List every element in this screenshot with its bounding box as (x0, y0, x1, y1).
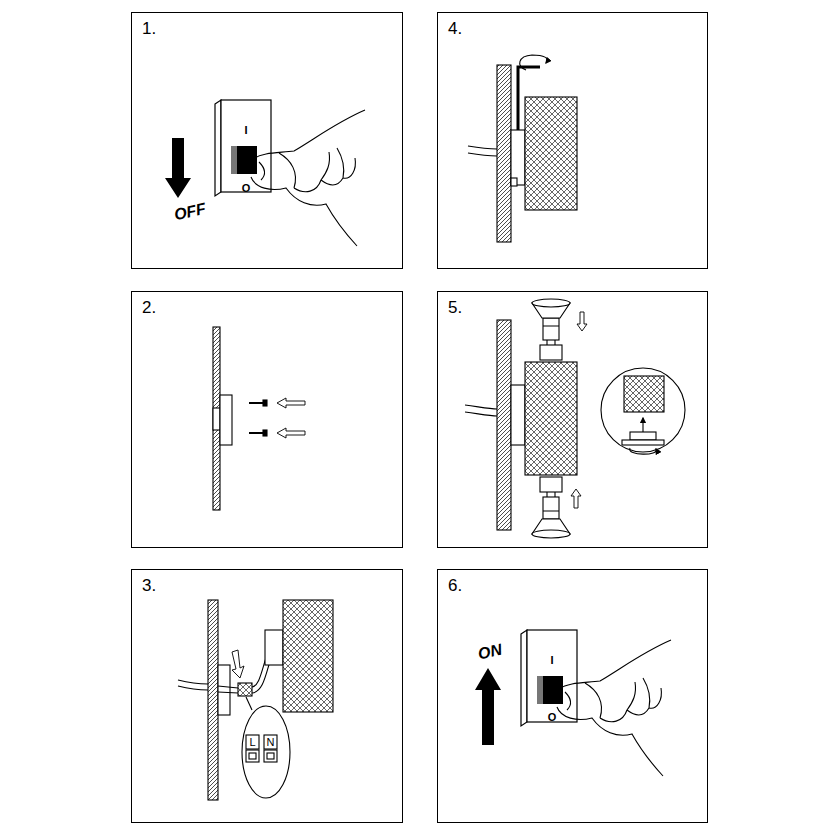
wiring-figure (238, 683, 252, 696)
wiring-figure (249, 753, 256, 759)
switch-off-figure (165, 138, 191, 198)
bracket-mount-figure (220, 395, 232, 445)
bulb-insert-figure (543, 326, 559, 345)
wiring-figure (208, 600, 218, 800)
step-panel: 1. (131, 12, 403, 269)
wiring-figure (264, 750, 277, 762)
step-number: 1. (142, 20, 156, 39)
bracket-mount-figure (263, 400, 267, 406)
wiring-figure (178, 600, 333, 800)
bracket-mount-figure (213, 327, 220, 510)
fixture-tighten-figure (497, 65, 511, 242)
switch-on-figure (475, 668, 501, 745)
step-panel: 2. (131, 291, 403, 548)
wiring-figure (267, 753, 274, 759)
bulb-insert-figure (532, 299, 570, 307)
wiring-figure (264, 735, 277, 749)
bulb-insert-figure (624, 376, 664, 412)
wiring-figure (265, 630, 283, 665)
fixture-tighten-figure (511, 130, 525, 185)
step-panel: 3. (131, 569, 403, 823)
bulb-insert-figure (465, 299, 685, 538)
wiring-figure (246, 697, 252, 710)
switch-mark: O (548, 712, 557, 723)
wiring-figure (232, 650, 244, 678)
wiring-figure (178, 680, 208, 690)
step-panel: 4. (437, 12, 708, 269)
bracket-mount-figure (263, 430, 267, 436)
bulb-insert-figure (532, 530, 570, 538)
bulb-insert-figure (630, 448, 657, 454)
bulb-insert-figure (642, 418, 643, 432)
wiring-figure (242, 706, 290, 798)
bracket-mount-figure (277, 428, 305, 438)
bulb-insert-figure (511, 385, 525, 445)
switch-mark: I (550, 655, 553, 666)
wiring-figure (246, 750, 259, 762)
bulb-insert-figure (543, 497, 559, 519)
switch-mark: O (242, 183, 251, 194)
step-panel: 5. (437, 291, 708, 548)
bulb-insert-figure (497, 320, 511, 530)
bulb-insert-figure (630, 432, 656, 440)
switch-on-figure (521, 630, 671, 776)
fixture-tighten-figure (468, 55, 577, 242)
step-number: 5. (448, 299, 462, 318)
bulb-insert-figure (601, 368, 685, 452)
wiring-figure (283, 600, 333, 712)
switch-mark: I (244, 125, 247, 136)
bracket-mount-figure (249, 403, 263, 433)
step-number: 6. (448, 577, 462, 596)
bulb-insert-figure (540, 345, 562, 360)
bracket-mount-figure (277, 398, 305, 408)
wiring-figure (218, 665, 230, 715)
fixture-tighten-figure (468, 146, 497, 156)
step-panel: 6. (437, 569, 708, 823)
bracket-mount-figure (213, 408, 220, 430)
fixture-tighten-figure (525, 97, 577, 210)
fixture-tighten-figure (520, 55, 547, 70)
switch-off-figure (215, 100, 365, 246)
step-number: 2. (142, 299, 156, 318)
wiring-figure (218, 686, 238, 693)
terminal-label: N (267, 737, 275, 748)
step-number: 4. (448, 20, 462, 39)
bulb-insert-figure (543, 492, 559, 511)
fixture-tighten-figure (511, 178, 517, 186)
bulb-insert-figure (571, 489, 581, 508)
terminal-label: L (249, 737, 255, 748)
bulb-insert-figure (577, 312, 587, 331)
bulb-insert-figure (622, 440, 664, 445)
fixture-tighten-figure (518, 67, 540, 130)
step-number: 3. (142, 577, 156, 596)
switch-on-figure (475, 630, 671, 776)
bracket-mount-figure (213, 327, 305, 510)
bulb-insert-figure (465, 405, 497, 416)
bulb-insert-figure (540, 477, 562, 492)
switch-off-figure (165, 100, 365, 246)
wiring-figure (246, 735, 259, 749)
bulb-insert-figure (525, 362, 577, 475)
bulb-insert-figure (543, 318, 559, 340)
